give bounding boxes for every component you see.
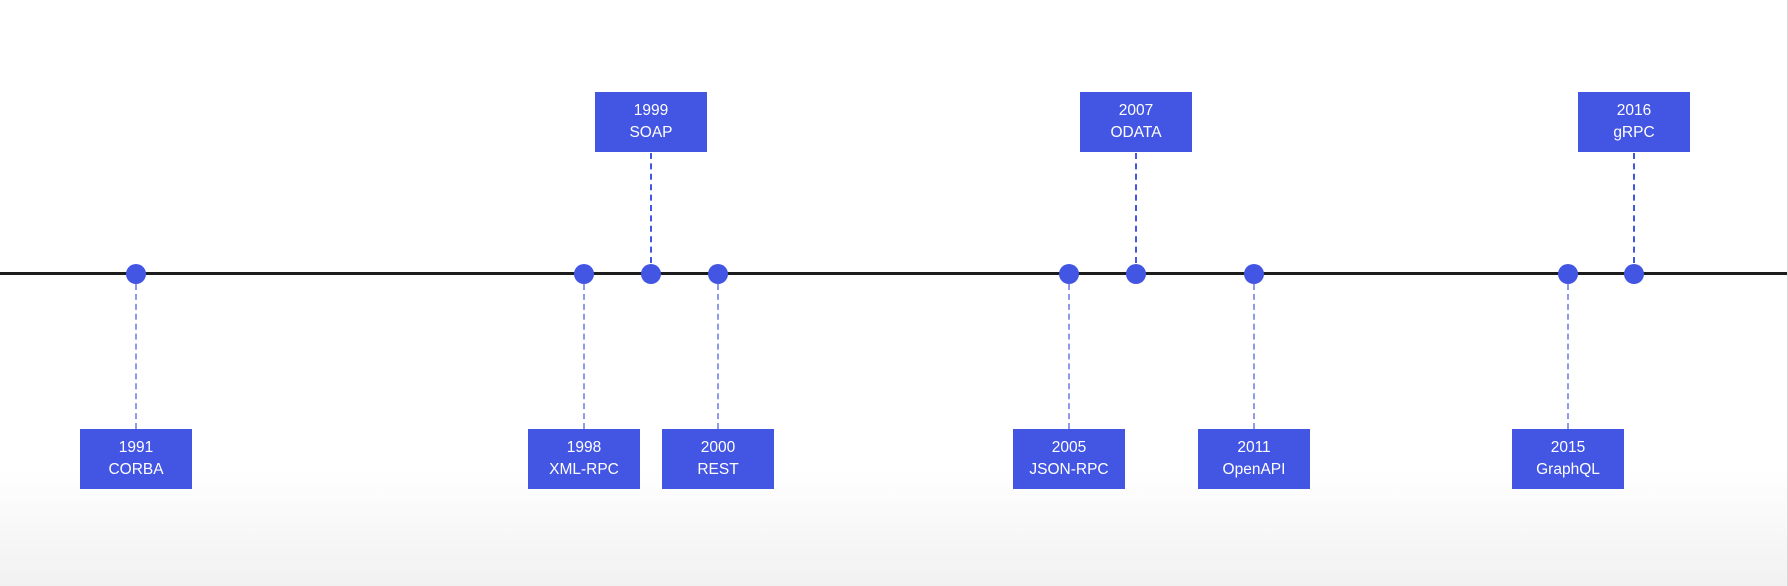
timeline-marker-corba	[126, 264, 146, 284]
event-year: 1991	[118, 439, 154, 456]
timeline-marker-rest	[708, 264, 728, 284]
timeline-marker-xml-rpc	[574, 264, 594, 284]
event-name: CORBA	[108, 461, 164, 478]
event-name: REST	[697, 461, 739, 478]
event-name: XML-RPC	[549, 461, 619, 478]
timeline-marker-grpc	[1624, 264, 1644, 284]
event-year: 2015	[1550, 439, 1586, 456]
event-name: gRPC	[1613, 124, 1655, 141]
event-name: GraphQL	[1536, 461, 1600, 478]
event-box-grpc: 2016 gRPC	[1578, 92, 1690, 152]
event-name: OpenAPI	[1222, 461, 1286, 478]
connector-odata	[1135, 153, 1137, 263]
timeline-marker-odata	[1126, 264, 1146, 284]
timeline-marker-soap	[641, 264, 661, 284]
event-year: 1999	[633, 102, 669, 119]
timeline-axis	[0, 272, 1788, 275]
timeline-marker-graphql	[1558, 264, 1578, 284]
event-name: SOAP	[629, 124, 673, 141]
connector-openapi	[1253, 284, 1255, 429]
event-year: 2007	[1118, 102, 1154, 119]
connector-graphql	[1567, 284, 1569, 429]
connector-rest	[717, 284, 719, 429]
event-name: JSON-RPC	[1029, 461, 1109, 478]
connector-corba	[135, 284, 137, 429]
connector-soap	[650, 153, 652, 263]
event-year: 1998	[566, 439, 602, 456]
connector-json-rpc	[1068, 284, 1070, 429]
connector-grpc	[1633, 153, 1635, 263]
event-year: 2016	[1616, 102, 1652, 119]
timeline-marker-openapi	[1244, 264, 1264, 284]
event-name: ODATA	[1110, 124, 1162, 141]
timeline-marker-json-rpc	[1059, 264, 1079, 284]
event-year: 2011	[1237, 439, 1271, 456]
event-year: 2000	[700, 439, 736, 456]
event-year: 2005	[1051, 439, 1087, 456]
connector-xml-rpc	[583, 284, 585, 429]
